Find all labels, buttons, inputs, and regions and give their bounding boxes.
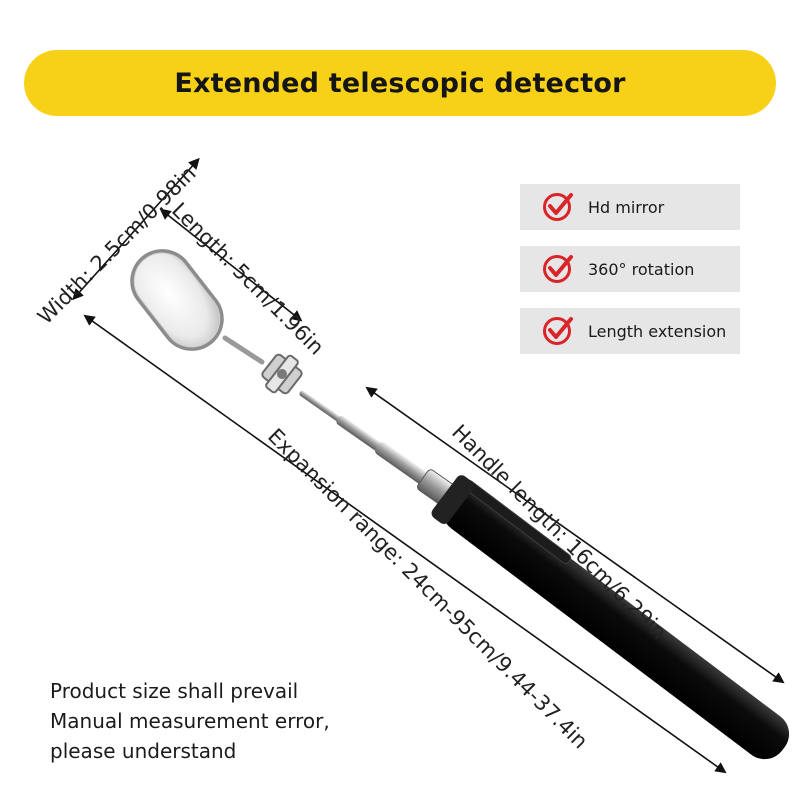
feature-badge-rotation: 360° rotation [520, 246, 740, 292]
mirror [130, 249, 224, 351]
swivel-joint [261, 353, 303, 395]
handle [431, 475, 790, 760]
disclaimer-note: Product size shall prevail Manual measur… [50, 676, 330, 766]
page-title: Extended telescopic detector [174, 67, 626, 99]
note-line: Product size shall prevail [50, 679, 299, 703]
check-circle-icon [543, 255, 573, 283]
feature-badge-hd-mirror: Hd mirror [520, 184, 740, 230]
check-circle-icon [543, 193, 573, 221]
feature-label: 360° rotation [588, 259, 695, 279]
feature-label: Hd mirror [588, 197, 665, 217]
length-arrow [159, 208, 303, 322]
width-arrow [72, 157, 200, 301]
title-banner: Extended telescopic detector [24, 50, 776, 116]
note-line: please understand [50, 739, 237, 763]
note-line: Manual measurement error, [50, 709, 330, 733]
expansion-arrow [83, 314, 727, 774]
